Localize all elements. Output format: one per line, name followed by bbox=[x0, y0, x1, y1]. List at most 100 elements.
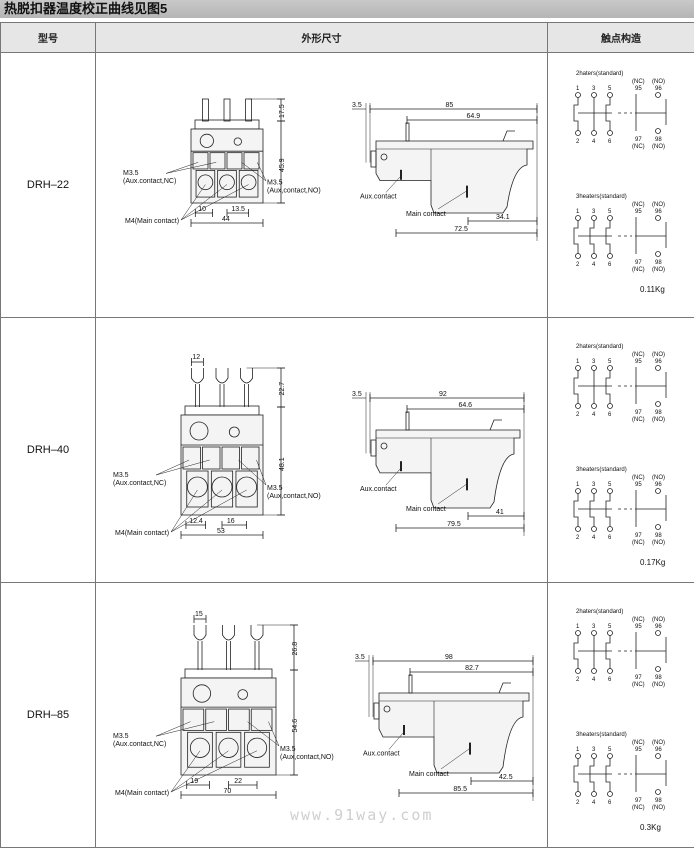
terminal-circle bbox=[592, 404, 597, 409]
terminal-circle bbox=[592, 527, 597, 532]
aux-nc-label: (Aux.contact,NC) bbox=[123, 178, 176, 185]
aux-no-label: M3.5 bbox=[280, 746, 296, 753]
aux-terminal-number: 96 bbox=[655, 209, 662, 215]
aux-terminal-number: 97 bbox=[635, 675, 642, 681]
terminal-circle bbox=[608, 93, 613, 98]
aux-nc-label: M3.5 bbox=[113, 472, 129, 479]
heater-element bbox=[606, 97, 610, 131]
total-length-label: 85 bbox=[446, 102, 454, 109]
main-contact-side-label: Main contact bbox=[406, 506, 446, 513]
nc-label: (NC) bbox=[632, 805, 645, 811]
aux-contact-label: Aux.contact bbox=[360, 486, 397, 493]
heater-element bbox=[590, 493, 594, 527]
pin-width-label: 15 bbox=[195, 611, 203, 618]
aux-terminal-number: 97 bbox=[635, 260, 642, 266]
nc-label: (NC) bbox=[632, 617, 645, 623]
no-label: (NO) bbox=[652, 682, 665, 688]
depth-label: 72.5 bbox=[454, 226, 468, 233]
aux-terminal-number: 98 bbox=[655, 137, 662, 143]
terminal-circle bbox=[656, 366, 661, 371]
terminal-circle bbox=[608, 254, 613, 259]
terminal-circle bbox=[608, 527, 613, 532]
terminal-number: 1 bbox=[576, 86, 580, 92]
weight-label: 0.17Kg bbox=[640, 558, 665, 567]
terminal-circle bbox=[592, 792, 597, 797]
inner-length-label: 64.6 bbox=[458, 402, 472, 409]
terminal-circle bbox=[592, 93, 597, 98]
aux-terminal-number: 98 bbox=[655, 798, 662, 804]
nc-label: (NC) bbox=[632, 202, 645, 208]
top-cap bbox=[185, 669, 272, 678]
terminal-number: 6 bbox=[608, 535, 612, 541]
terminal-circle bbox=[592, 366, 597, 371]
aux-no-label: (Aux,contact,NO) bbox=[280, 754, 334, 761]
terminal-number: 5 bbox=[608, 482, 612, 488]
nc-label: (NC) bbox=[632, 417, 645, 423]
model-name: DRH–85 bbox=[1, 583, 96, 848]
width-label: 70 bbox=[224, 788, 232, 795]
terminal-circle bbox=[592, 131, 597, 136]
heater-element bbox=[606, 370, 610, 404]
main-position-label: 41 bbox=[496, 509, 504, 516]
depth-label: 85.5 bbox=[453, 786, 467, 793]
terminal-circle bbox=[592, 216, 597, 221]
contact-diagram-title: 2haters(standard) bbox=[576, 71, 623, 77]
terminal-number: 5 bbox=[608, 624, 612, 630]
aux-terminal-number: 95 bbox=[635, 482, 642, 488]
width-label: 44 bbox=[222, 216, 230, 223]
no-label: (NO) bbox=[652, 540, 665, 546]
terminal-circle bbox=[576, 669, 581, 674]
aux-terminal-number: 95 bbox=[635, 209, 642, 215]
contact-diagram-title: 2haters(standard) bbox=[576, 609, 623, 615]
aux-terminal-number: 98 bbox=[655, 675, 662, 681]
aux-terminal-number: 97 bbox=[635, 410, 642, 416]
side-mount bbox=[374, 703, 379, 719]
nc-label: (NC) bbox=[632, 144, 645, 150]
terminal-number: 6 bbox=[608, 262, 612, 268]
heater-element bbox=[590, 758, 594, 792]
terminal-circle bbox=[656, 402, 661, 407]
aux-terminal-number: 96 bbox=[655, 747, 662, 753]
side-clip bbox=[503, 131, 515, 141]
aux-terminal-number: 95 bbox=[635, 747, 642, 753]
terminal-pin bbox=[202, 99, 208, 121]
nc-label: (NC) bbox=[632, 352, 645, 358]
aux-nc-label: (Aux.contact,NC) bbox=[113, 480, 166, 487]
terminal-circle bbox=[656, 667, 661, 672]
terminal-circle bbox=[608, 216, 613, 221]
pitch-b-label: 22 bbox=[234, 778, 242, 785]
terminal-circle bbox=[656, 754, 661, 759]
terminal-number: 4 bbox=[592, 139, 596, 145]
aux-terminal-number: 97 bbox=[635, 137, 642, 143]
side-pin bbox=[406, 412, 409, 430]
offset-label: 3.5 bbox=[352, 102, 362, 109]
terminal-number: 6 bbox=[608, 139, 612, 145]
terminal-circle bbox=[608, 754, 613, 759]
side-mount bbox=[371, 440, 376, 456]
pitch-a-label: 12.4 bbox=[189, 518, 203, 525]
pitch-b-label: 16 bbox=[227, 518, 235, 525]
terminal-number: 1 bbox=[576, 747, 580, 753]
terminal-circle bbox=[592, 254, 597, 259]
heater-element bbox=[574, 758, 578, 792]
terminal-number: 2 bbox=[576, 412, 580, 418]
terminal-number: 3 bbox=[592, 359, 596, 365]
heater-element bbox=[606, 493, 610, 527]
contact-diagram-title: 3heaters(standard) bbox=[576, 467, 627, 473]
aux-terminal-number: 95 bbox=[635, 624, 642, 630]
aux-terminal-number: 96 bbox=[655, 624, 662, 630]
terminal-circle bbox=[576, 527, 581, 532]
terminal-pin bbox=[246, 99, 252, 121]
terminal-number: 5 bbox=[608, 359, 612, 365]
aux-contact-mark bbox=[400, 461, 402, 471]
terminal-circle bbox=[656, 631, 661, 636]
terminal-number: 3 bbox=[592, 86, 596, 92]
no-label: (NO) bbox=[652, 79, 665, 85]
